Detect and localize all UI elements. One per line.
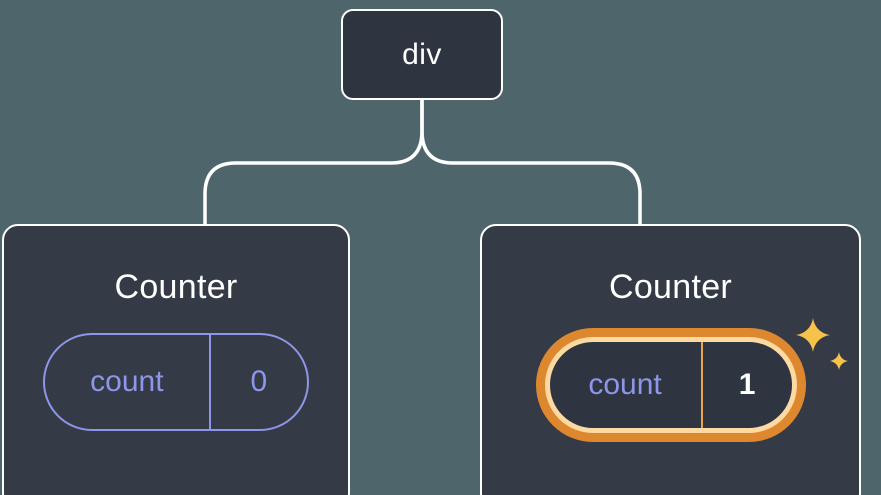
state-pill: count 0	[43, 333, 309, 431]
root-node-label: div	[402, 37, 442, 71]
state-value: 0	[250, 365, 268, 398]
state-key-label: count	[90, 365, 164, 398]
counter-title: Counter	[114, 268, 238, 306]
state-key-label: count	[588, 368, 662, 401]
connector-left	[203, 98, 424, 228]
counter-node-right: Counter count 1	[480, 224, 861, 495]
root-node-div: div	[341, 9, 503, 100]
pill-divider	[700, 342, 703, 428]
state-pill-highlighted: count 1	[544, 337, 797, 433]
connector-right	[420, 98, 642, 228]
state-value: 1	[738, 368, 756, 401]
counter-node-left: Counter count 0	[2, 224, 350, 495]
pill-divider	[208, 335, 211, 429]
counter-title: Counter	[608, 268, 733, 306]
